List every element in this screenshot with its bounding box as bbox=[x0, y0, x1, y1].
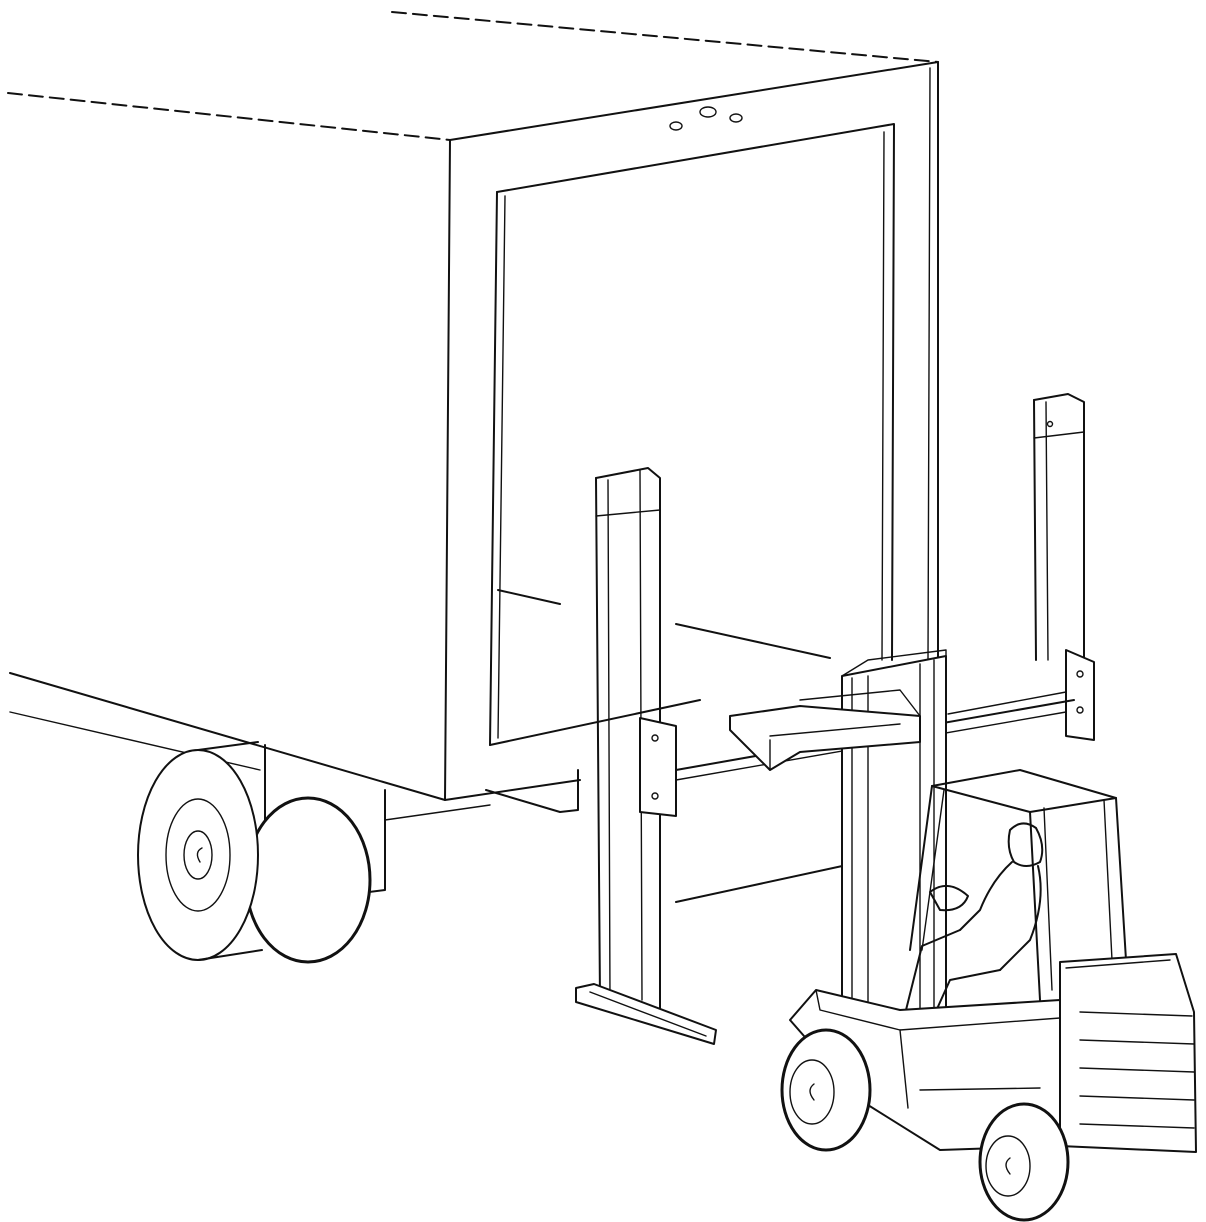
forklift bbox=[729, 649, 1197, 1222]
forklift-front-wheel bbox=[780, 1028, 872, 1152]
trailer-wheel bbox=[137, 741, 372, 964]
left-lift-post bbox=[575, 467, 717, 1045]
forklift-rear-wheel bbox=[978, 1102, 1070, 1222]
truck-trailer bbox=[7, 11, 939, 906]
right-lift-post bbox=[1033, 393, 1095, 741]
